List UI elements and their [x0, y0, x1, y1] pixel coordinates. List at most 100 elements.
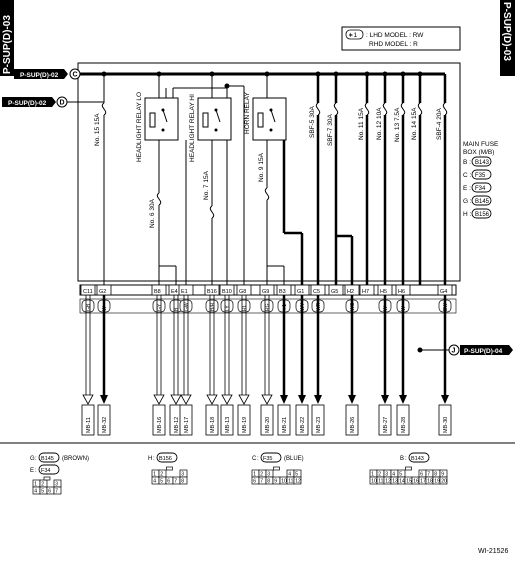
legend-lhd: : LHD MODEL : RW — [366, 32, 424, 39]
connector-view-code: F35 — [263, 456, 272, 462]
destination-label: MB-26 — [350, 417, 356, 433]
destination-label: MB-32 — [102, 417, 108, 433]
pin-number: 1 — [371, 472, 374, 478]
side-title-left: P-SUP(D)-03 — [0, 0, 14, 76]
relay-headlight-hi: HEADLIGHT RELAY HI — [189, 94, 232, 162]
fuse-box-outline — [77, 62, 461, 282]
pin-number: 16 — [413, 479, 419, 485]
pin-number: 5 — [160, 479, 163, 485]
terminal-pin: H5 — [380, 289, 387, 295]
pin-number: 15 — [406, 479, 412, 485]
connector-letter: B : — [463, 159, 471, 166]
pin-number: 4 — [34, 489, 37, 495]
fuse-label: No. 14 15A — [411, 107, 418, 140]
pin-number: 2 — [160, 472, 163, 478]
pin-number: 19 — [434, 479, 440, 485]
connector-view-id: G — [30, 456, 35, 462]
connector-letter: G : — [463, 198, 472, 205]
connector-view: E:F34 — [30, 464, 60, 475]
pin-number: 14 — [399, 479, 405, 485]
svg-text::: : — [153, 456, 155, 462]
ref-flag-d[interactable]: P-SUP(D)-02 D — [2, 96, 68, 108]
pin-number: 11 — [378, 479, 383, 485]
svg-text::: : — [35, 468, 37, 474]
destination-label: MB-12 — [174, 417, 180, 433]
destination-label: MB-11 — [86, 417, 92, 433]
pin-number: 3 — [267, 472, 270, 478]
pin-number: 4 — [153, 479, 156, 485]
connector-code: F35 — [475, 173, 486, 179]
wire-color: GW — [184, 302, 190, 311]
side-title-right: P-SUP(D)-03 — [500, 0, 515, 76]
terminal-row: C11GBMB-11G2WMB-32B8GYMB-16E4BMB-12E1GWM… — [79, 284, 457, 436]
svg-text::: : — [35, 456, 37, 462]
pin-number: 17 — [420, 479, 426, 485]
pin-number: 9 — [274, 479, 277, 485]
connector-view-id: H — [148, 456, 152, 462]
connector-letter: C : — [463, 172, 472, 179]
svg-text:J: J — [452, 348, 456, 355]
figure-id: WI-21526 — [478, 548, 508, 555]
terminal: G1WYMB-22 — [294, 284, 310, 436]
pin-number: 12 — [385, 479, 391, 485]
terminal-pin: G9 — [262, 289, 269, 295]
svg-text:D: D — [60, 100, 65, 107]
fuse-box-connector: G :B145 — [463, 195, 492, 206]
svg-text:HORN RELAY: HORN RELAY — [244, 92, 251, 134]
pin-number: 18 — [427, 479, 433, 485]
connector-view-note: (BLUE) — [284, 456, 304, 462]
fuse-labels: No. 15 15A No. 6 30A No. 7 15A No. 9 15A… — [94, 106, 443, 228]
ref-flag-c[interactable]: P-SUP(D)-02 C — [14, 68, 81, 80]
terminal-pin: B3 — [279, 289, 286, 295]
pin-number: 2 — [260, 472, 263, 478]
connector-view-id: C — [252, 456, 257, 462]
connector-letter: E : — [463, 185, 471, 192]
terminal-pin: G1 — [297, 289, 304, 295]
pin-number: 12 — [295, 479, 301, 485]
terminal-pin: B16 — [207, 289, 217, 295]
pin-number: 7 — [55, 489, 58, 495]
terminal-pin: B8 — [154, 289, 161, 295]
wire-color: GY — [157, 303, 163, 311]
terminal-pin: C11 — [83, 289, 93, 295]
terminal-pin: G8 — [239, 289, 246, 295]
terminal-pin: G5 — [331, 289, 338, 295]
ref-flag-j[interactable]: J P-SUP(D)-04 — [448, 344, 513, 356]
connector-code: F34 — [475, 186, 486, 192]
fuse-label: No. 13 7.5A — [394, 107, 401, 142]
terminal: G4BWMB-30 — [437, 284, 453, 436]
pin-number: 1 — [34, 482, 37, 488]
terminal-pin: H7 — [362, 289, 369, 295]
wire-color: GB — [86, 303, 92, 311]
pin-number: 8 — [267, 479, 270, 485]
fuse-box-connector: C :F35 — [463, 169, 492, 180]
destination-label: MB-17 — [184, 417, 190, 433]
destination-label: MB-21 — [282, 417, 288, 433]
fuse-symbols — [99, 102, 451, 219]
svg-text::: : — [257, 456, 259, 462]
pin-number: 7 — [260, 479, 263, 485]
terminal: H7 — [359, 284, 375, 296]
pin-number: 11 — [288, 479, 293, 485]
svg-text:C: C — [73, 72, 78, 79]
connector-code: B143 — [475, 160, 490, 166]
pin-number: 20 — [441, 479, 447, 485]
terminal-pin: B10 — [222, 289, 232, 295]
pin-number: 5 — [295, 472, 298, 478]
terminal: G5 — [328, 284, 344, 296]
fuse-box-title: MAIN FUSE BOX (M/B) — [463, 141, 499, 156]
terminal-pin: E4 — [171, 289, 178, 295]
connector-view-code: B145 — [41, 456, 54, 462]
fuse-box-connector: B : B143 — [463, 156, 492, 167]
svg-text::: : — [405, 456, 407, 462]
fuse-box-connector: E : F34 — [463, 182, 492, 193]
connector-code: B145 — [475, 199, 490, 205]
wire-color: B/R — [210, 302, 216, 311]
svg-text:P-SUP(D)-03: P-SUP(D)-03 — [501, 2, 512, 61]
